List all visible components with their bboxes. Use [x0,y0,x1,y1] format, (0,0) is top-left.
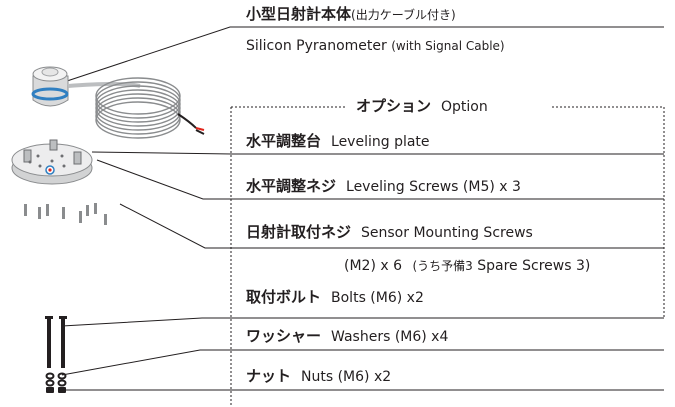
bolts-icon [45,316,67,368]
main-unit-en-label: Silicon Pyranometer (with Signal Cable) [246,37,505,55]
item-leveling-screws: 水平調整ネジ Leveling Screws (M5) x 3 [246,177,521,196]
item-en: Sensor Mounting Screws [361,225,533,241]
leader-leveling-screws [96,159,664,200]
item-bolts: 取付ボルト Bolts (M6) x2 [246,288,424,307]
option-header: オプション Option [352,97,492,116]
nuts-icon [46,387,66,393]
option-header-jp: オプション [356,97,432,115]
leader-leveling-plate [91,151,664,155]
item-en: Nuts (M6) x2 [301,369,392,385]
item-qty: (M2) x 6 [344,258,403,274]
item-jp: 水平調整ネジ [246,177,337,195]
item-mounting-screws: 日射計取付ネジ Sensor Mounting Screws [246,223,533,242]
item-washers: ワッシャー Washers (M6) x4 [246,327,448,346]
leader-mounting-screws [119,203,664,249]
item-note-en: Spare Screws 3) [477,258,591,274]
leader-main-unit [63,26,664,83]
signal-cable-icon [95,77,205,139]
item-mounting-screws-qty: (M2) x 6 (うち予備3 Spare Screws 3) [344,257,590,275]
main-unit-jp: 小型日射計本体 [246,5,352,23]
item-jp: 日射計取付ネジ [246,223,352,241]
main-unit-en-note: (with Signal Cable) [391,39,505,53]
item-nuts: ナット Nuts (M6) x2 [246,367,391,386]
leader-lines [61,26,664,391]
option-header-en: Option [441,99,488,115]
leader-washers [61,349,664,376]
mounting-screws-icon [24,203,107,225]
option-box [230,106,665,407]
item-note-jp: (うち予備3 [412,259,473,273]
item-jp: 水平調整台 [246,132,322,150]
item-en: Leveling plate [331,134,430,150]
item-en: Washers (M6) x4 [331,329,449,345]
item-jp: 取付ボルト [246,288,322,306]
item-jp: ナット [246,367,292,385]
item-en: Leveling Screws (M5) x 3 [346,179,521,195]
item-jp: ワッシャー [246,327,322,345]
main-unit-jp-note: (出力ケーブル付き) [351,8,456,22]
item-en: Bolts (M6) x2 [331,290,424,306]
leveling-plate-icon [11,139,93,185]
main-unit-en: Silicon Pyranometer [246,38,387,54]
washers-icon [45,372,67,387]
item-leveling-plate: 水平調整台 Leveling plate [246,132,430,151]
leader-bolts [61,317,664,327]
main-unit-jp-label: 小型日射計本体(出力ケーブル付き) [246,5,456,24]
